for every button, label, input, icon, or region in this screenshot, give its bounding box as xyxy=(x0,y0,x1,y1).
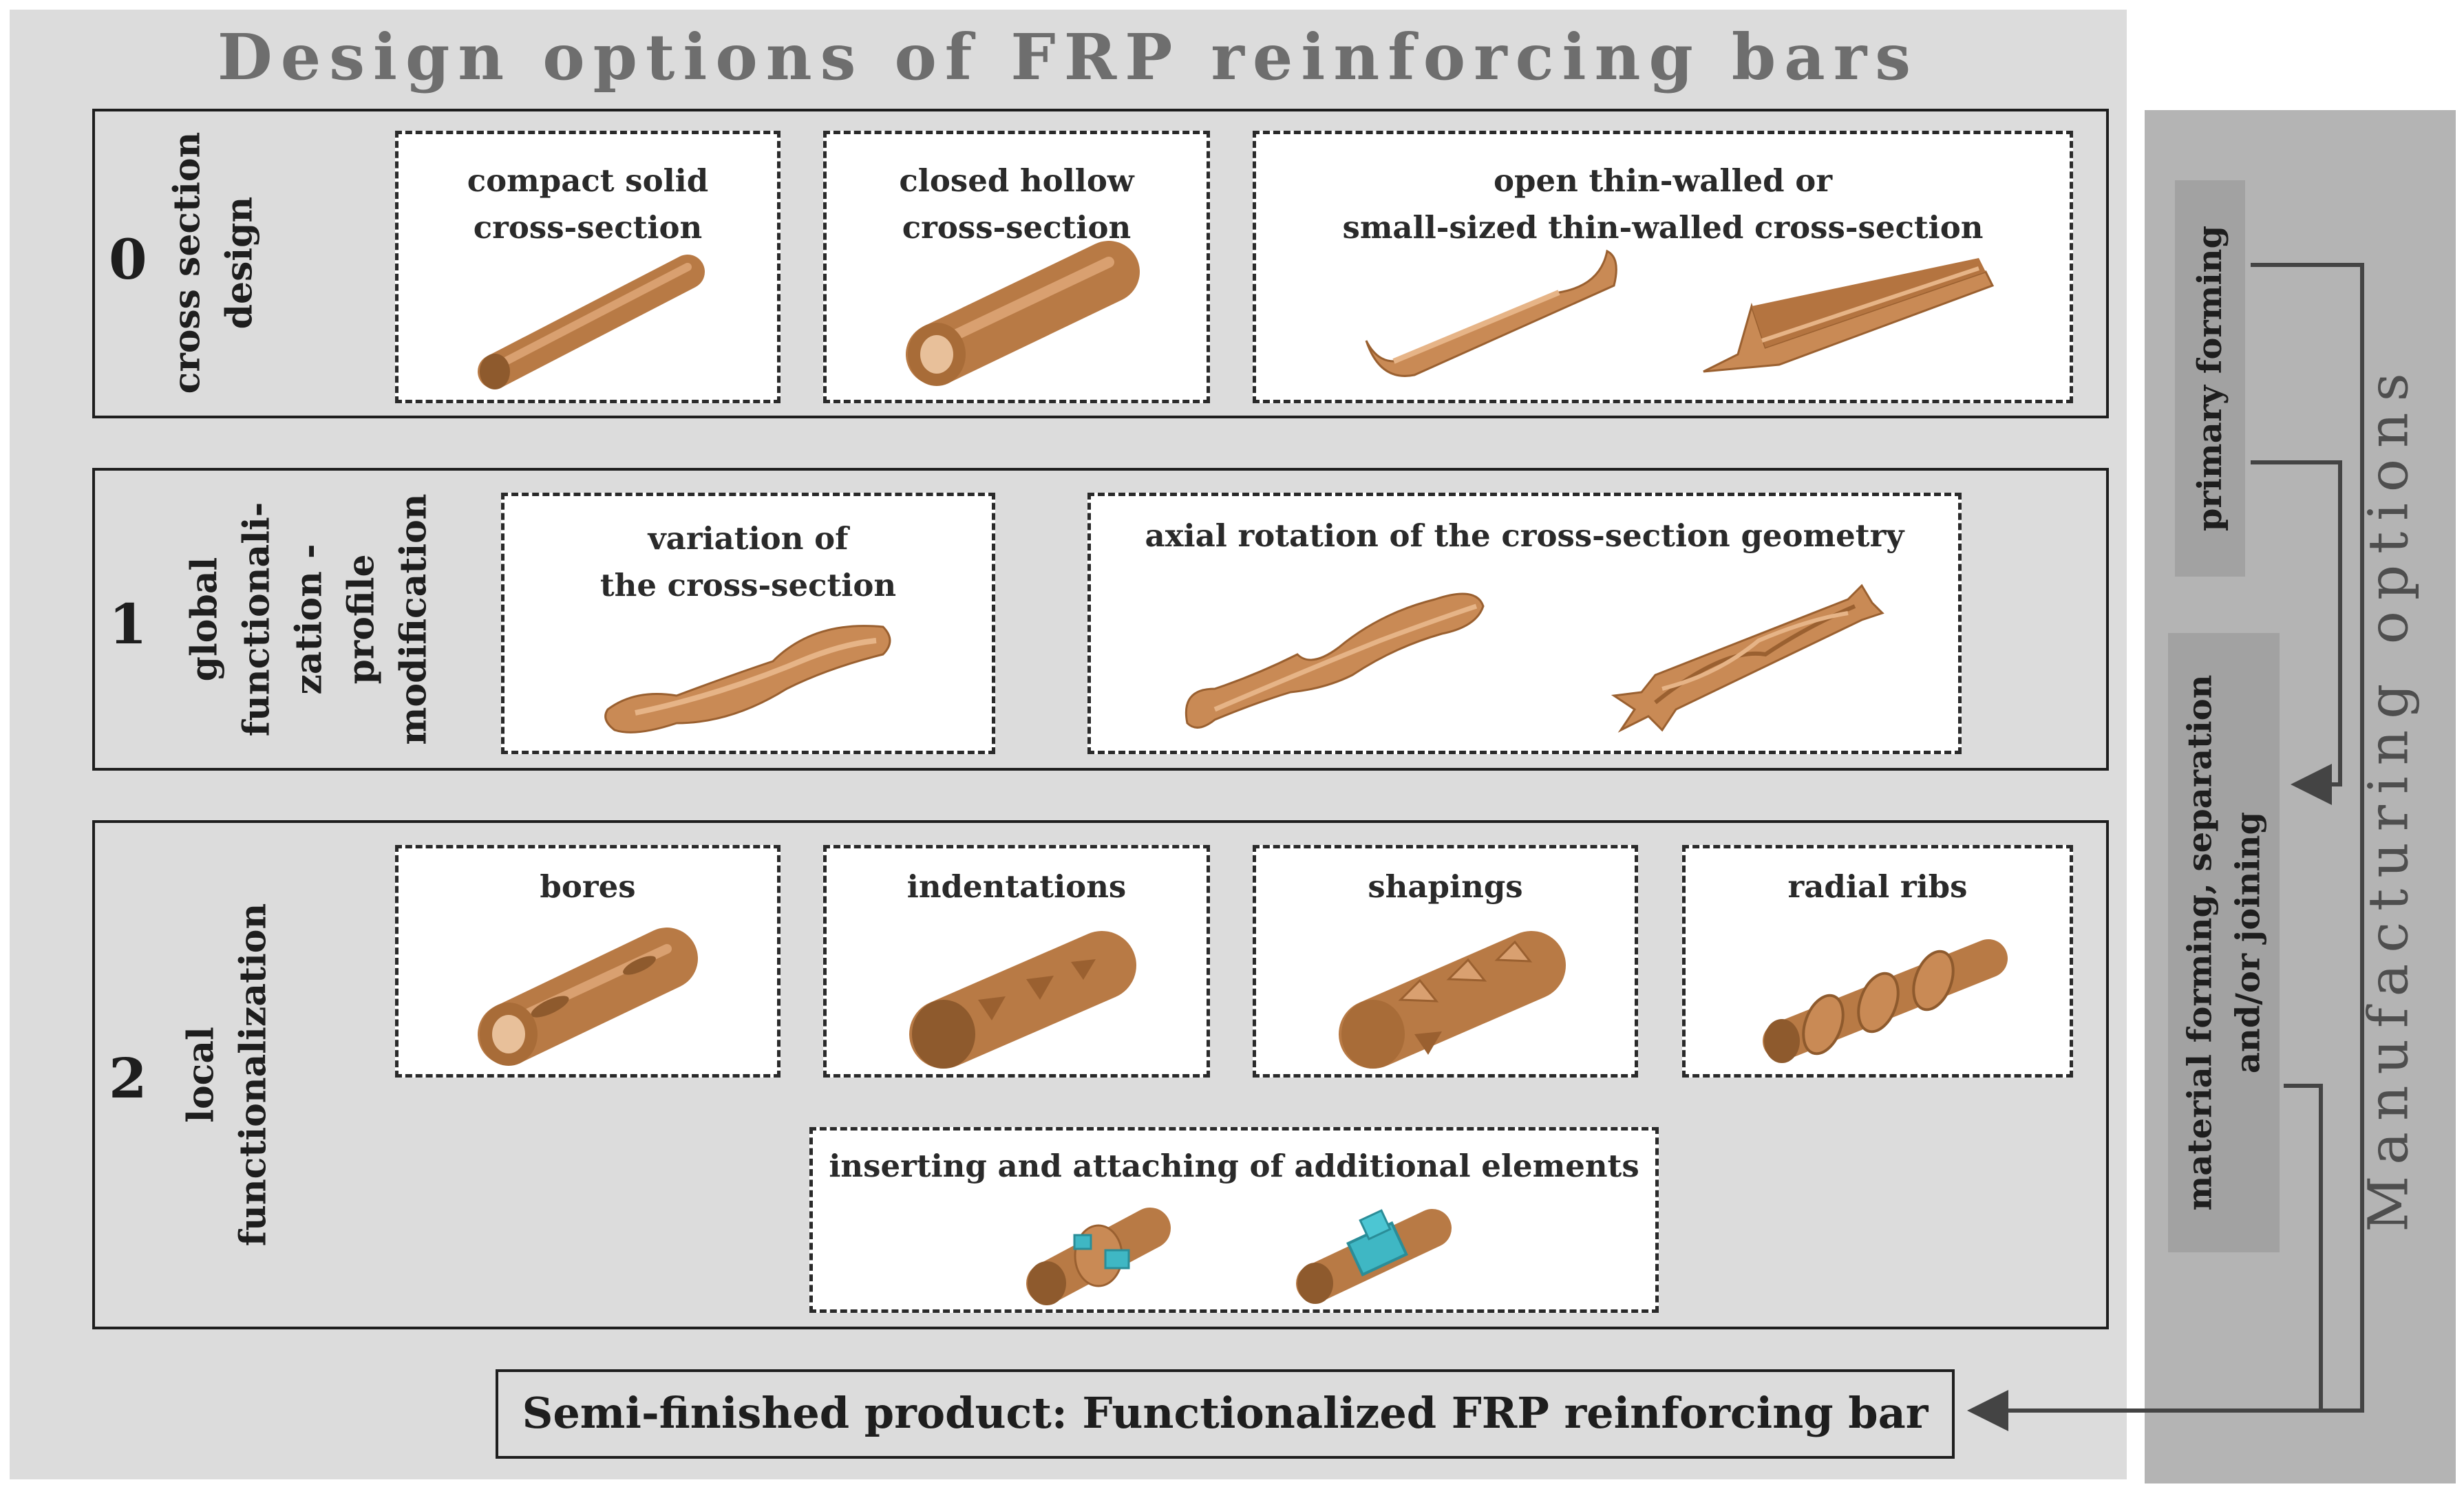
solid-bar-illustration xyxy=(478,255,705,389)
bores-bar-illustration xyxy=(478,928,698,1066)
twisted-star-illustration xyxy=(1611,583,1884,733)
row-number: 2 xyxy=(109,1046,147,1111)
card-bores: bores xyxy=(395,845,780,1078)
variation-bar-illustration xyxy=(604,625,891,733)
card-radial-ribs: radial ribs xyxy=(1682,845,2073,1078)
semi-finished-product-box: Semi-finished product: Functionalized FR… xyxy=(496,1369,1955,1459)
card-axial-rotation: axial rotation of the cross-section geom… xyxy=(1087,493,1962,754)
attach-element-illustration xyxy=(1296,1209,1452,1304)
row-label: global functionali- zation - profile mod… xyxy=(184,493,435,745)
diagram-title: Design options of FRP reinforcing bars xyxy=(217,20,1920,94)
t-profile-illustration xyxy=(1703,258,1995,373)
ribbed-bar-illustration xyxy=(1763,939,2008,1063)
open-channel-illustration xyxy=(1365,249,1617,377)
card-shapings: shapings xyxy=(1253,845,1638,1078)
row-number: 0 xyxy=(109,227,147,292)
card-inserting-attaching: inserting and attaching of additional el… xyxy=(809,1127,1659,1313)
indentations-bar-illustration xyxy=(909,931,1136,1069)
hollow-bar-illustration xyxy=(906,241,1140,386)
card-indentations: indentations xyxy=(823,845,1210,1078)
row-number: 1 xyxy=(109,592,147,656)
manufacturing-title: Manufacturing options xyxy=(2356,361,2421,1232)
step-primary-forming: primary forming xyxy=(2175,180,2245,577)
shapings-bar-illustration xyxy=(1339,931,1566,1069)
insert-element-illustration xyxy=(1026,1208,1171,1305)
twisted-channel-illustration xyxy=(1185,592,1485,729)
